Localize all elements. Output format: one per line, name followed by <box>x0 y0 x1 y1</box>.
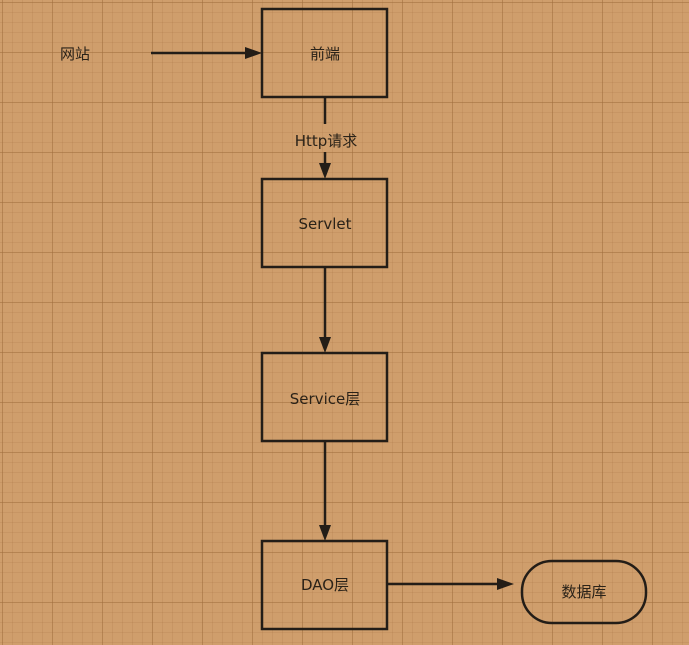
node-database-label: 数据库 <box>561 583 606 601</box>
edge-frontend-to-servlet: Http请求 <box>295 97 358 179</box>
node-frontend[interactable]: 前端 <box>260 7 389 99</box>
arrow-head <box>319 525 331 541</box>
edge-service-to-dao <box>319 441 331 541</box>
node-service-label: Service层 <box>290 390 360 408</box>
node-servlet-label: Servlet <box>298 215 351 233</box>
edge-website-to-frontend <box>151 47 262 59</box>
node-frontend-label: 前端 <box>310 45 340 63</box>
edge-dao-to-database <box>387 578 514 590</box>
arrow-head <box>319 337 331 353</box>
edge-servlet-to-service <box>319 267 331 353</box>
node-dao-label: DAO层 <box>301 576 349 594</box>
arrow-head <box>319 163 331 179</box>
arrow-head <box>245 47 262 59</box>
edge-label-http-request: Http请求 <box>295 132 358 150</box>
node-database[interactable]: 数据库 <box>520 559 648 625</box>
node-servlet[interactable]: Servlet <box>260 177 389 269</box>
node-database-shape <box>520 559 648 625</box>
node-dao[interactable]: DAO层 <box>260 539 389 631</box>
node-service[interactable]: Service层 <box>260 351 389 443</box>
website-label: 网站 <box>60 45 90 63</box>
arrow-head <box>497 578 514 590</box>
